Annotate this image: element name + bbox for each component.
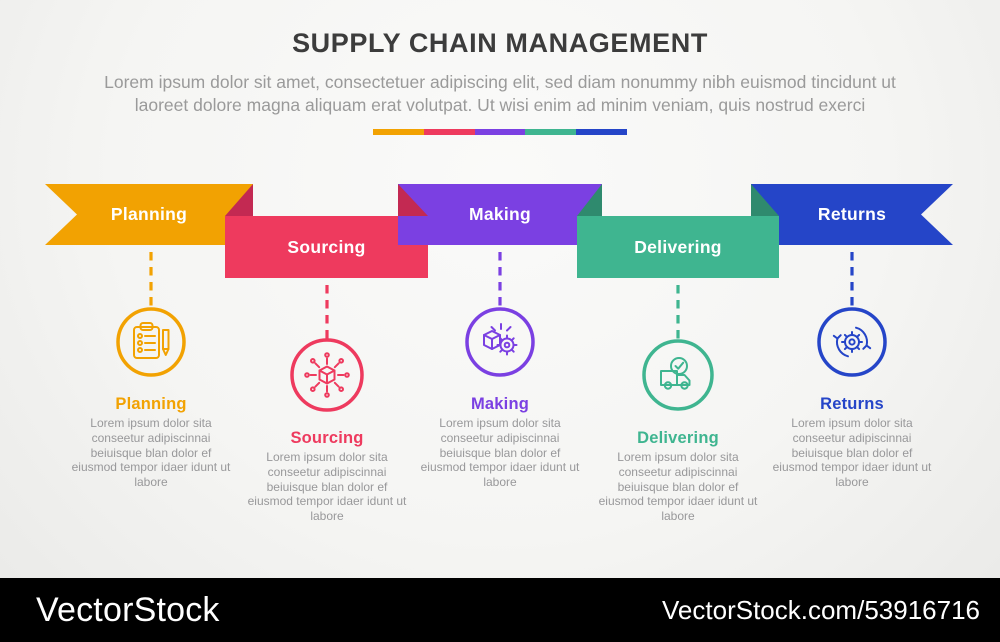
ribbon-label-delivering: Delivering: [634, 236, 722, 257]
ribbon-delivering: [577, 216, 779, 278]
subtitle: Lorem ipsum dolor sit amet, consectetuer…: [50, 71, 950, 116]
truck-check-icon: [660, 357, 691, 390]
ribbon-returns: [751, 184, 953, 245]
subtitle-line-1: Lorem ipsum dolor sit amet, consectetuer…: [104, 72, 896, 92]
gear-cycle-icon: [832, 326, 872, 358]
subtitle-line-2: laoreet dolore magna aliquam erat volutp…: [134, 94, 866, 115]
watermark-site-text: VectorStock.com/53916716: [662, 594, 980, 625]
stage-body-planning: Lorem ipsum dolor sita conseetur adipisc…: [71, 416, 231, 490]
delivering-right-fold: [751, 184, 779, 216]
accent-segment-delivering: [525, 129, 577, 135]
page-title: SUPPLY CHAIN MANAGEMENT: [292, 28, 708, 58]
ribbon-label-sourcing: Sourcing: [287, 236, 366, 257]
accent-bar: [373, 129, 627, 135]
sourcing-left-fold: [225, 184, 253, 216]
production-gear-box-icon: [483, 323, 518, 356]
stage-body-making: Lorem ipsum dolor sita conseetur adipisc…: [420, 416, 580, 490]
stage-heading-returns: Returns: [820, 395, 884, 413]
ribbon-label-making: Making: [468, 204, 532, 224]
stage-heading-making: Making: [470, 395, 530, 413]
stage-body-delivering: Lorem ipsum dolor sita conseetur adipisc…: [598, 450, 758, 524]
ribbon-planning: [45, 184, 253, 245]
distribution-cube-icon: [304, 352, 350, 398]
clipboard-checklist-icon: [133, 322, 170, 359]
accent-segment-planning: [373, 129, 424, 135]
ribbon-label-returns: Returns: [817, 204, 887, 224]
delivering-left-fold: [577, 184, 602, 216]
returns-circle: [817, 307, 887, 377]
accent-segment-sourcing: [423, 129, 475, 135]
ribbon-label-planning: Planning: [110, 204, 188, 224]
stage-heading-planning: Planning: [115, 395, 187, 413]
sourcing-right-fold: [398, 184, 428, 216]
stage-heading-delivering: Delivering: [637, 429, 719, 447]
stage-body-returns: Lorem ipsum dolor sita conseetur adipisc…: [772, 416, 932, 490]
stage-body-sourcing: Lorem ipsum dolor sita conseetur adipisc…: [247, 450, 407, 524]
stage-heading-sourcing: Sourcing: [290, 429, 364, 447]
making-circle: [465, 307, 535, 377]
watermark-bar: VectorStock VectorStock.com/53916716: [0, 578, 1000, 642]
ribbon-sourcing: [225, 216, 428, 278]
planning-circle: [116, 307, 186, 377]
delivering-circle: [642, 339, 714, 411]
accent-segment-making: [474, 129, 526, 135]
accent-segment-returns: [576, 129, 627, 135]
watermark-logo: VectorStock: [36, 590, 220, 629]
ribbon-making: [398, 184, 602, 245]
sourcing-circle: [290, 338, 364, 412]
